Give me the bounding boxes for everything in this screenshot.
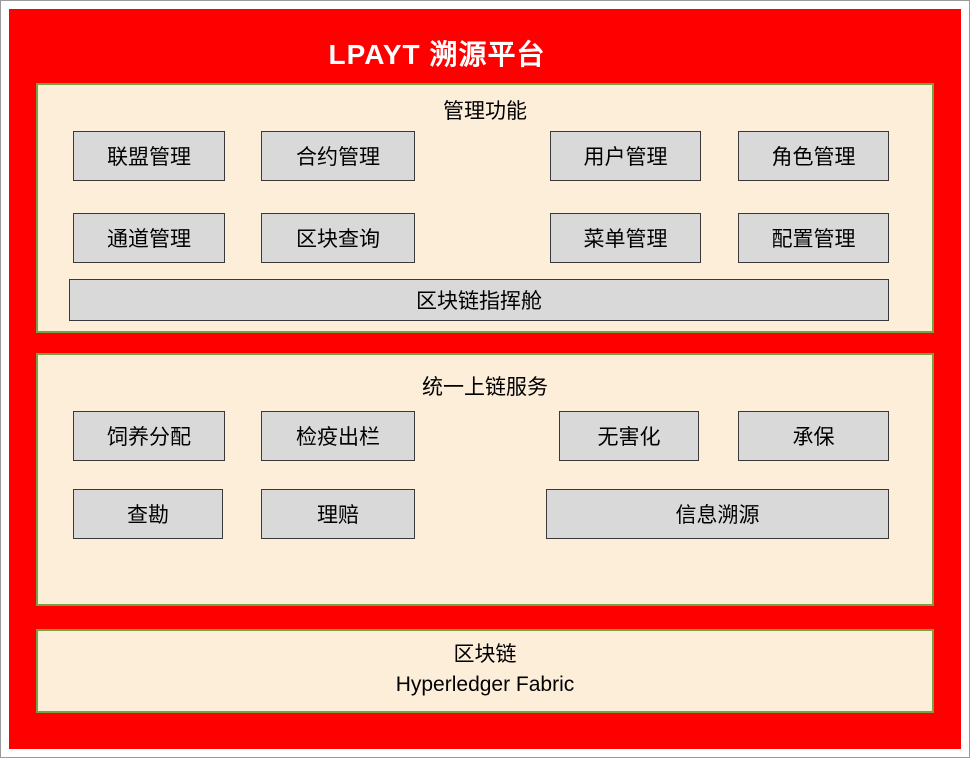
box-claims: 理赔 [261,489,415,539]
box-quarantine-release: 检疫出栏 [261,411,415,461]
platform-title: LPAYT 溯源平台 [328,39,546,70]
box-alliance-management: 联盟管理 [73,131,225,181]
management-row-3: 区块链指挥舱 [69,279,889,321]
box-survey: 查勘 [73,489,223,539]
management-functions-title: 管理功能 [443,100,527,123]
management-functions-panel: 管理功能 联盟管理 合约管理 用户管理 角色管理 通道管理 区块查询 菜单管理 … [36,83,934,333]
box-feeding-allocation: 饲养分配 [73,411,225,461]
box-contract-management: 合约管理 [261,131,415,181]
box-underwriting: 承保 [738,411,889,461]
management-row-1: 联盟管理 合约管理 用户管理 角色管理 [73,131,889,181]
box-info-traceability: 信息溯源 [546,489,889,539]
management-row-2: 通道管理 区块查询 菜单管理 配置管理 [73,213,889,263]
blockchain-subtitle: Hyperledger Fabric [395,673,575,696]
blockchain-panel: 区块链 Hyperledger Fabric [36,629,934,713]
box-user-management: 用户管理 [550,131,701,181]
unified-chain-service-panel: 统一上链服务 饲养分配 检疫出栏 无害化 承保 查勘 理赔 信息溯源 [36,353,934,606]
box-block-query: 区块查询 [261,213,415,263]
unified-chain-service-title: 统一上链服务 [422,376,548,399]
box-channel-management: 通道管理 [73,213,225,263]
blockchain-title: 区块链 [453,643,517,666]
box-config-management: 配置管理 [738,213,889,263]
box-role-management: 角色管理 [738,131,889,181]
platform-container: LPAYT 溯源平台 管理功能 联盟管理 合约管理 用户管理 角色管理 通道管理… [9,9,961,749]
service-row-1: 饲养分配 检疫出栏 无害化 承保 [73,411,889,461]
box-harmless-treatment: 无害化 [559,411,699,461]
service-row-2: 查勘 理赔 信息溯源 [73,489,889,539]
box-blockchain-command-center: 区块链指挥舱 [69,279,889,321]
box-menu-management: 菜单管理 [550,213,701,263]
